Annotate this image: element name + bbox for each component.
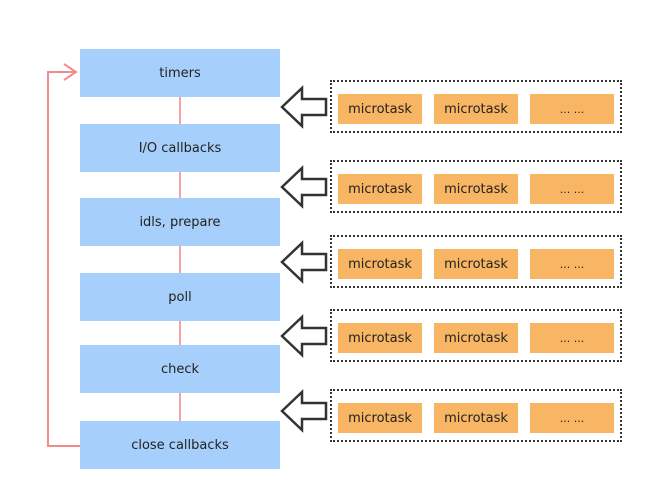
microtask-box: microtask xyxy=(338,403,422,433)
microtask-box: microtask xyxy=(338,323,422,353)
phase-timers: timers xyxy=(80,49,280,97)
microtask-more-box: ... ... xyxy=(530,323,614,353)
microtask-box: microtask xyxy=(434,94,518,124)
microtask-box: microtask xyxy=(434,403,518,433)
phase-label: close callbacks xyxy=(131,437,229,453)
left-arrow-icon xyxy=(280,85,328,129)
microtask-box: microtask xyxy=(434,323,518,353)
phase-label: I/O callbacks xyxy=(138,140,222,156)
phase-poll: poll xyxy=(80,273,280,321)
microtask-queue-3: microtask microtask ... ... xyxy=(330,235,622,288)
microtask-queue-5: microtask microtask ... ... xyxy=(330,389,622,442)
microtask-more-box: ... ... xyxy=(530,94,614,124)
phase-check: check xyxy=(80,345,280,393)
microtask-box: microtask xyxy=(338,174,422,204)
microtask-more-box: ... ... xyxy=(530,174,614,204)
microtask-box: microtask xyxy=(434,249,518,279)
phase-connector xyxy=(179,321,181,345)
phase-io-callbacks: I/O callbacks xyxy=(80,124,280,172)
microtask-more-box: ... ... xyxy=(530,249,614,279)
microtask-queue-4: microtask microtask ... ... xyxy=(330,309,622,362)
phase-connector xyxy=(179,393,181,421)
left-arrow-icon xyxy=(280,389,328,433)
left-arrow-icon xyxy=(280,240,328,284)
left-arrow-icon xyxy=(280,314,328,358)
phase-label: poll xyxy=(168,289,192,305)
phase-idle-prepare: idls, prepare xyxy=(80,198,280,246)
left-arrow-icon xyxy=(280,165,328,209)
phase-label: idls, prepare xyxy=(139,214,221,230)
microtask-box: microtask xyxy=(434,174,518,204)
microtask-more-box: ... ... xyxy=(530,403,614,433)
microtask-queue-2: microtask microtask ... ... xyxy=(330,160,622,213)
phase-connector xyxy=(179,246,181,273)
microtask-queue-1: microtask microtask ... ... xyxy=(330,80,622,133)
phase-label: check xyxy=(160,361,200,377)
phase-label: timers xyxy=(159,65,201,81)
microtask-box: microtask xyxy=(338,249,422,279)
phase-connector xyxy=(179,172,181,198)
microtask-box: microtask xyxy=(338,94,422,124)
phase-close-callbacks: close callbacks xyxy=(80,421,280,469)
phase-connector xyxy=(179,97,181,124)
